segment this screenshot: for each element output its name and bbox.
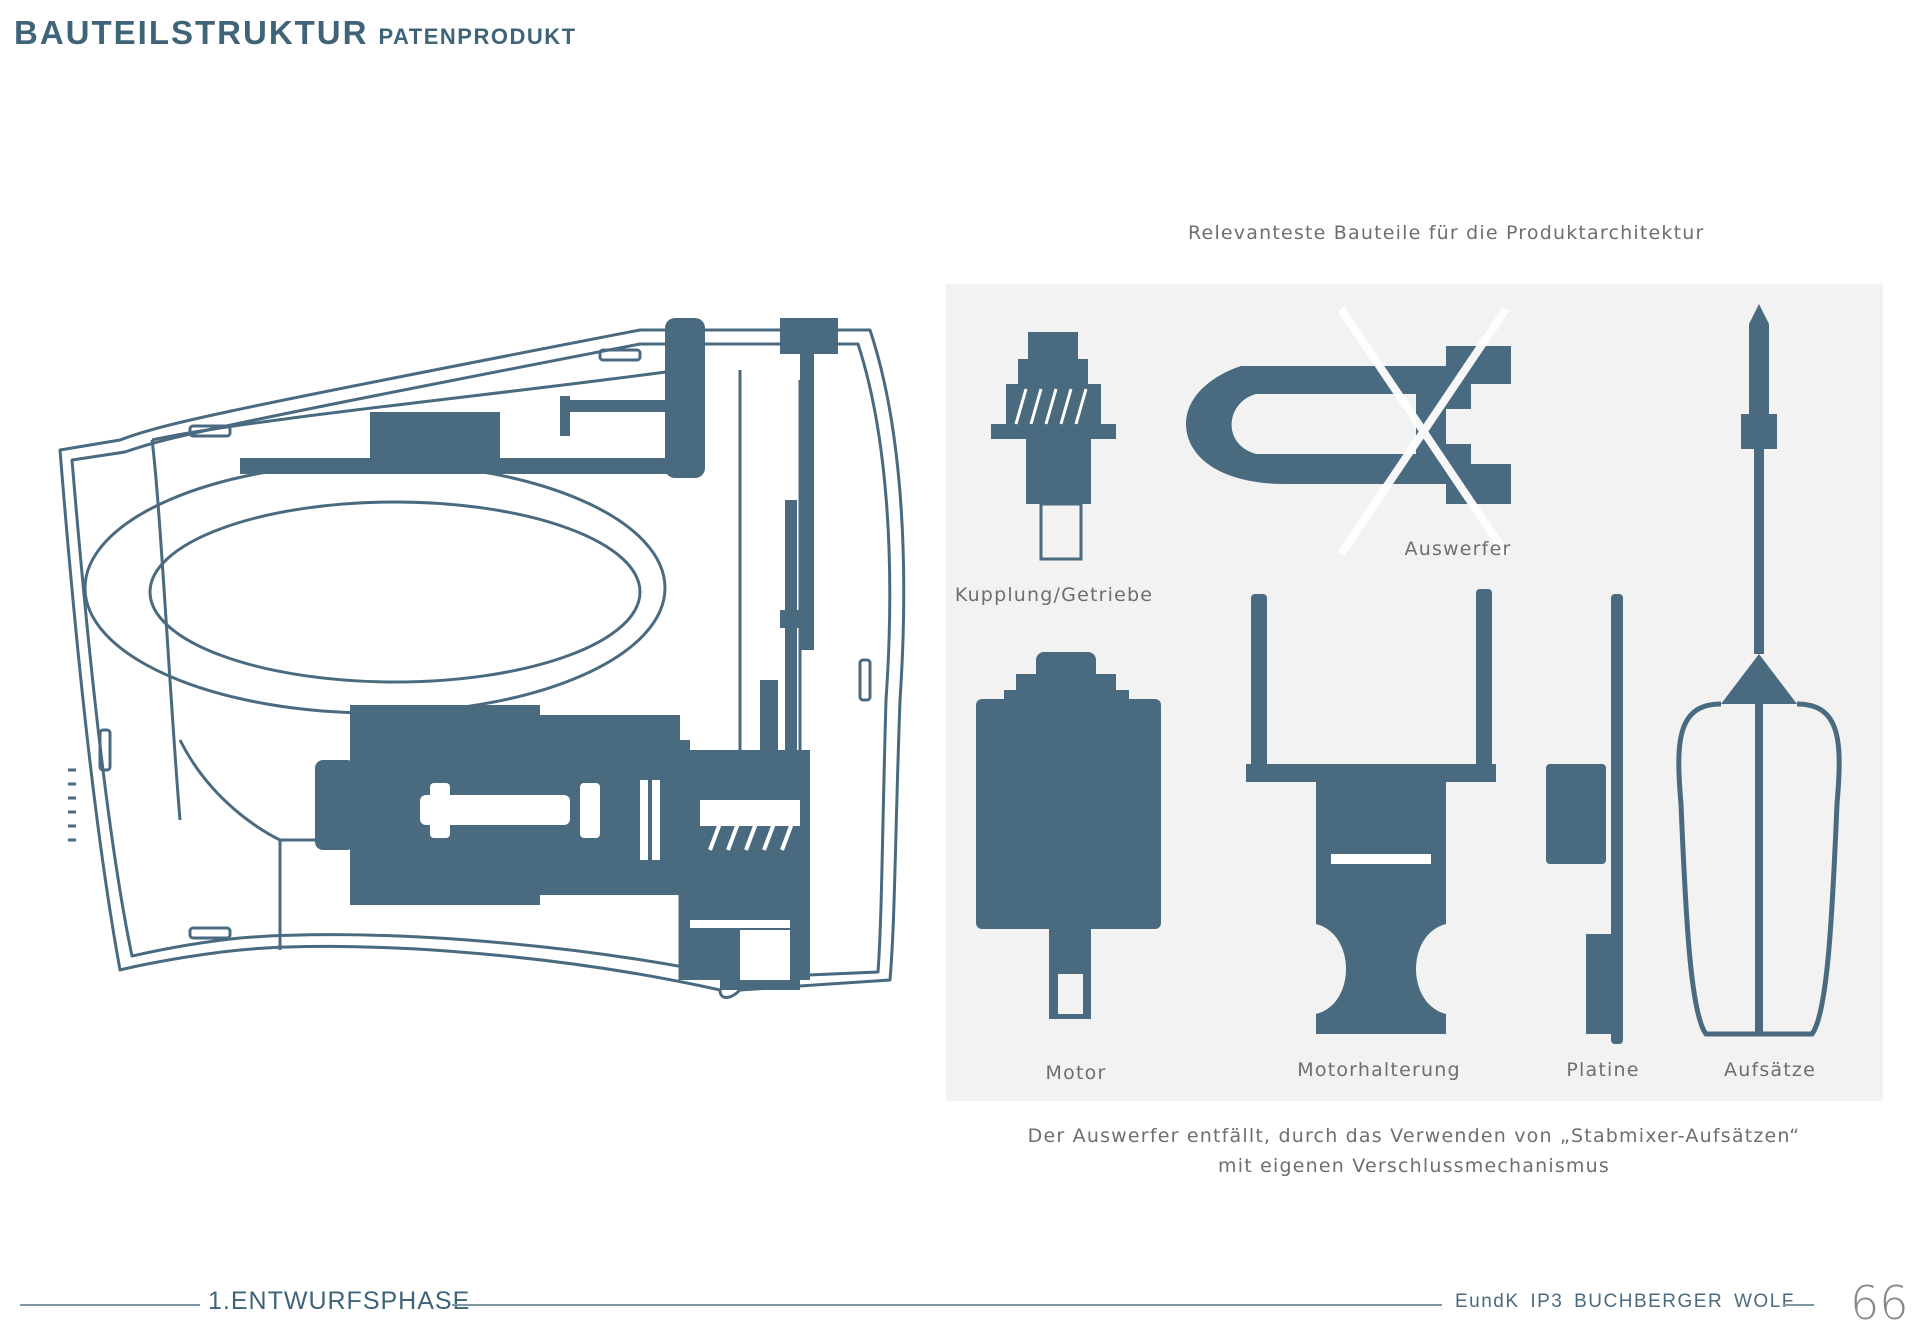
note-line-2: mit eigenen Verschlussmechanismus xyxy=(1218,1155,1610,1177)
label-auswerfer: Auswerfer xyxy=(1404,538,1512,560)
motor-part xyxy=(976,652,1161,1019)
footer-rule-left xyxy=(20,1304,200,1306)
label-kupplung: Kupplung/Getriebe xyxy=(954,584,1154,606)
footer-rule-right xyxy=(1784,1304,1814,1306)
title-main: BAUTEILSTRUKTUR xyxy=(14,14,369,51)
parts-illustrations xyxy=(976,304,1842,1044)
label-motorhalterung: Motorhalterung xyxy=(1297,1059,1461,1081)
parts-panel: Kupplung/Getriebe Auswerfer Motor Motorh… xyxy=(946,284,1883,1101)
label-motor: Motor xyxy=(1045,1062,1107,1084)
attachment-part xyxy=(1721,304,1797,704)
footer-credit: EundK IP3 BUCHBERGER WOLF xyxy=(1455,1291,1795,1312)
title-sub: PATENPRODUKT xyxy=(378,24,577,49)
panel-caption: Relevanteste Bauteile für die Produktarc… xyxy=(1188,222,1705,244)
label-aufsaetze: Aufsätze xyxy=(1724,1059,1816,1081)
footer-phase: 1.ENTWURFSPHASE xyxy=(208,1287,471,1315)
footer-rule-middle xyxy=(452,1304,1442,1306)
page-number: 66 xyxy=(1850,1276,1909,1330)
page-title: BAUTEILSTRUKTUR PATENPRODUKT xyxy=(14,14,577,52)
hand-mixer-cutaway-illustration xyxy=(58,318,906,999)
footnote-text: Der Auswerfer entfällt, durch das Verwen… xyxy=(964,1121,1864,1181)
note-line-1: Der Auswerfer entfällt, durch das Verwen… xyxy=(1027,1125,1801,1147)
label-platine: Platine xyxy=(1566,1059,1640,1081)
circuit-board-part xyxy=(1546,594,1623,1044)
coupling-gear-part xyxy=(991,332,1116,504)
motor-holder-part xyxy=(1246,589,1496,1034)
